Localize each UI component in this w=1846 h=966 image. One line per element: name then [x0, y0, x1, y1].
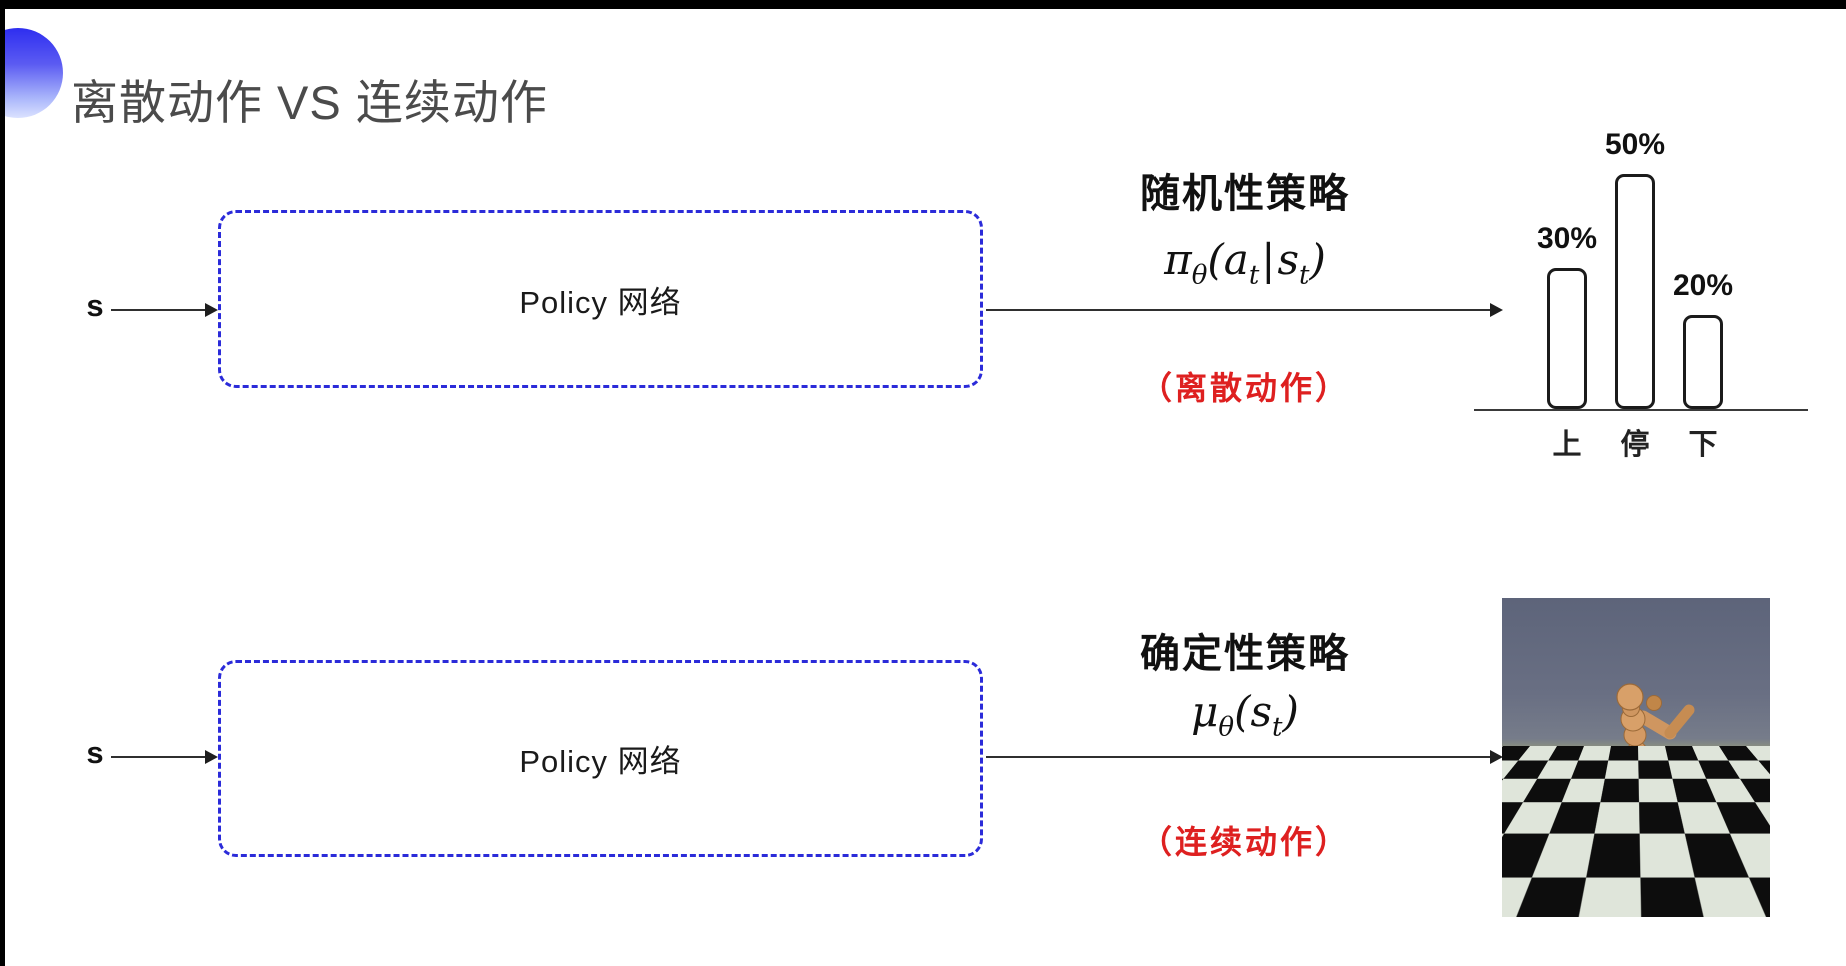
category-label-up: 上 — [1552, 429, 1582, 461]
chart-baseline — [1474, 409, 1808, 411]
state-input-label-row1: s — [86, 288, 104, 323]
state-input-label-row2: s — [86, 735, 104, 770]
formula-arg1-sub: t — [1248, 260, 1260, 291]
deterministic-policy-formula: μθ(st) — [1045, 687, 1445, 742]
formula-arg2: s — [1277, 235, 1300, 284]
arrow-shaft — [111, 756, 205, 758]
category-label-stop: 停 — [1620, 429, 1650, 461]
discrete-action-note: （离散动作） — [1139, 370, 1350, 406]
arrow-head — [205, 750, 218, 764]
bar-value-label: 50% — [1604, 128, 1666, 161]
formula-close-paren: ) — [1309, 235, 1326, 284]
bar-group-stop: 50% — [1605, 128, 1665, 409]
policy-network-label: Policy 网络 — [519, 744, 682, 779]
continuous-action-note: （连续动作） — [1139, 824, 1350, 860]
bar-down — [1683, 315, 1723, 409]
humanoid-robot-icon — [1554, 683, 1695, 901]
formula-base: μ — [1191, 687, 1219, 736]
title-bullet-icon — [5, 28, 63, 118]
action-probability-bar-chart: 30% 50% 20% 上 停 下 — [1460, 109, 1820, 461]
arrow-head — [205, 303, 218, 317]
bar-up — [1547, 268, 1587, 409]
policy-network-box-row1: Policy 网络 — [218, 210, 983, 388]
formula-arg1: s — [1250, 687, 1273, 736]
formula-base-sub: θ — [1191, 260, 1208, 291]
formula-arg1-sub: t — [1272, 712, 1283, 743]
page-title: 离散动作 VS 连续动作 — [71, 76, 548, 130]
arrow-shaft — [986, 756, 1490, 758]
arrow-head — [1490, 303, 1503, 317]
formula-conditional-bar: | — [1261, 235, 1276, 284]
bar-value-label: 20% — [1672, 269, 1734, 302]
arrow-head — [1490, 750, 1503, 764]
formula-close-paren: ) — [1282, 687, 1299, 736]
stochastic-policy-title: 随机性策略 — [1140, 172, 1350, 216]
deterministic-policy-title: 确定性策略 — [1140, 632, 1350, 676]
bar-group-up: 30% — [1537, 222, 1597, 409]
formula-open-paren: ( — [1207, 235, 1224, 284]
policy-network-box-row2: Policy 网络 — [218, 660, 983, 857]
category-label-down: 下 — [1688, 429, 1718, 461]
policy-network-label: Policy 网络 — [519, 284, 682, 320]
slide: 离散动作 VS 连续动作 s Policy 网络 随机性策略 πθ(at|st)… — [5, 9, 1846, 966]
bar-stop — [1615, 174, 1655, 409]
formula-arg2-sub: t — [1299, 260, 1310, 291]
arrow-shaft — [111, 309, 205, 311]
arrow-shaft — [986, 309, 1490, 311]
bar-value-label: 30% — [1536, 222, 1598, 255]
stochastic-policy-formula: πθ(at|st) — [1045, 235, 1445, 290]
formula-open-paren: ( — [1234, 687, 1251, 736]
formula-base: π — [1164, 235, 1192, 284]
formula-base-sub: θ — [1218, 712, 1235, 743]
formula-arg1: a — [1223, 235, 1249, 284]
humanoid-simulation-image — [1502, 598, 1770, 917]
bar-group-down: 20% — [1673, 269, 1733, 409]
